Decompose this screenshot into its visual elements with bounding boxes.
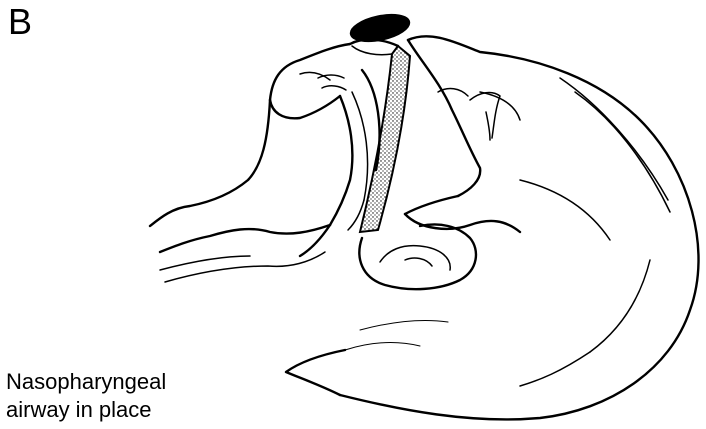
panel-letter: B xyxy=(8,2,32,42)
jaw xyxy=(345,214,520,350)
face-profile xyxy=(405,40,500,214)
ear xyxy=(359,225,476,290)
caption-line-2: airway in place xyxy=(6,396,166,424)
caption-line-1: Nasopharyngeal xyxy=(6,368,166,396)
figure-caption: Nasopharyngeal airway in place xyxy=(6,368,166,424)
neck xyxy=(150,100,330,282)
nasal-cavity xyxy=(270,44,350,118)
head-outline xyxy=(286,36,699,419)
